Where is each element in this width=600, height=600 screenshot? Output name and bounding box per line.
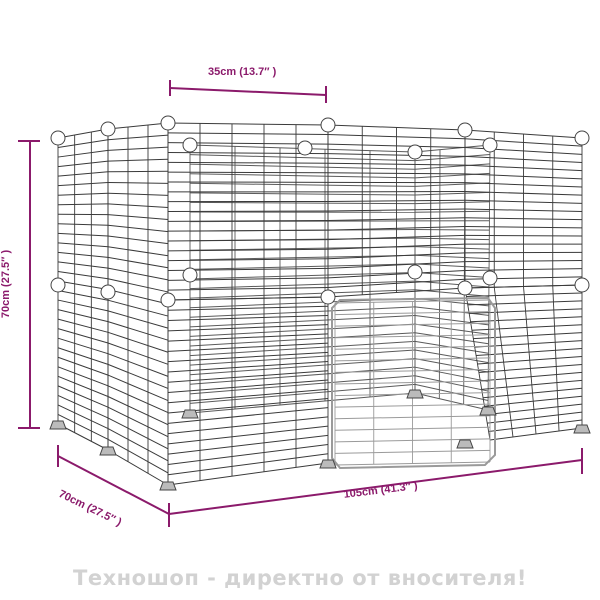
height-dimension-label: 70cm (27.5″ )	[0, 249, 13, 319]
top-dimension-line	[169, 87, 327, 96]
side-depth-dimension-line	[57, 455, 170, 515]
top-dimension-label: 35cm (13.7″ )	[208, 66, 277, 78]
watermark-text: Техношоп - директно от вносителя!	[73, 566, 527, 590]
width-dimension-line	[168, 459, 583, 515]
